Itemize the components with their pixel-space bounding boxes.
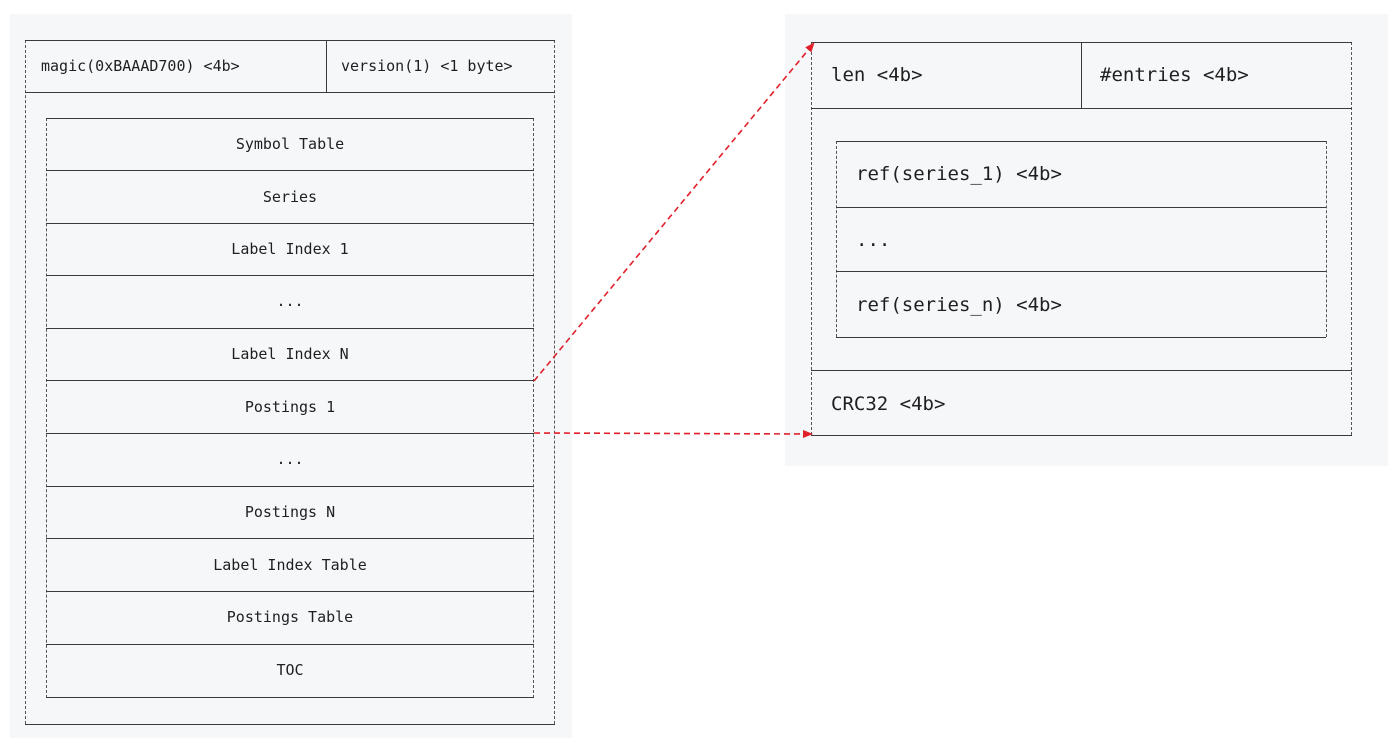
- sections-top-border: [46, 118, 534, 119]
- section-label-index-n: Label Index N: [231, 345, 349, 363]
- section-separator: [46, 223, 534, 224]
- ref-ellipsis: ...: [856, 229, 891, 251]
- refs-separator: [836, 207, 1326, 208]
- index-file-panel: [10, 14, 572, 738]
- section-toc: TOC: [276, 661, 304, 679]
- section-postings-1: Postings 1: [244, 398, 336, 416]
- header-divider: [326, 40, 327, 92]
- section-separator: [46, 275, 534, 276]
- section-label-index-1: Label Index 1: [231, 240, 349, 258]
- index-file-header-separator: [25, 92, 555, 93]
- postings-header-separator: [811, 108, 1352, 109]
- refs-separator: [836, 271, 1326, 272]
- section-separator: [46, 644, 534, 645]
- postings-header-divider: [1081, 42, 1082, 108]
- section-separator: [46, 591, 534, 592]
- postings-bottom-border: [811, 435, 1352, 436]
- refs-right-border: [1326, 141, 1327, 337]
- section-separator: [46, 170, 534, 171]
- arrow-to-detail-top: [533, 42, 815, 382]
- entries-field: #entries <4b>: [1100, 64, 1249, 86]
- ref-series-1: ref(series_1) <4b>: [856, 163, 1062, 185]
- section-separator: [46, 538, 534, 539]
- refs-top-border: [836, 141, 1326, 142]
- index-file-top-border: [25, 40, 555, 41]
- section-separator: [46, 433, 534, 434]
- section-symbol-table: Symbol Table: [235, 135, 345, 153]
- magic-field: magic(0xBAAAD700) <4b>: [41, 57, 240, 75]
- section-series: Series: [262, 188, 318, 206]
- version-field: version(1) <1 byte>: [341, 57, 513, 75]
- section-ellipsis-labels: ...: [276, 292, 304, 310]
- section-separator: [46, 328, 534, 329]
- index-file-bottom-border: [25, 724, 555, 725]
- section-postings-n: Postings N: [244, 503, 336, 521]
- postings-footer-separator: [811, 370, 1352, 371]
- arrow-to-detail-bottom: [533, 429, 813, 438]
- section-postings-table: Postings Table: [226, 608, 354, 626]
- section-separator: [46, 486, 534, 487]
- postings-detail-panel: [785, 14, 1388, 466]
- section-label-index-table: Label Index Table: [213, 556, 367, 574]
- postings-frame: [811, 42, 1352, 435]
- section-ellipsis-postings: ...: [276, 450, 304, 468]
- crc32-field: CRC32 <4b>: [831, 393, 946, 415]
- index-file-frame: [25, 40, 555, 724]
- len-field: len <4b>: [831, 64, 923, 86]
- ref-series-n: ref(series_n) <4b>: [856, 294, 1062, 316]
- sections-bottom-border: [46, 697, 534, 698]
- refs-left-border: [836, 141, 837, 337]
- refs-bottom-border: [836, 337, 1326, 338]
- sections-frame: [46, 118, 534, 698]
- section-separator: [46, 380, 534, 381]
